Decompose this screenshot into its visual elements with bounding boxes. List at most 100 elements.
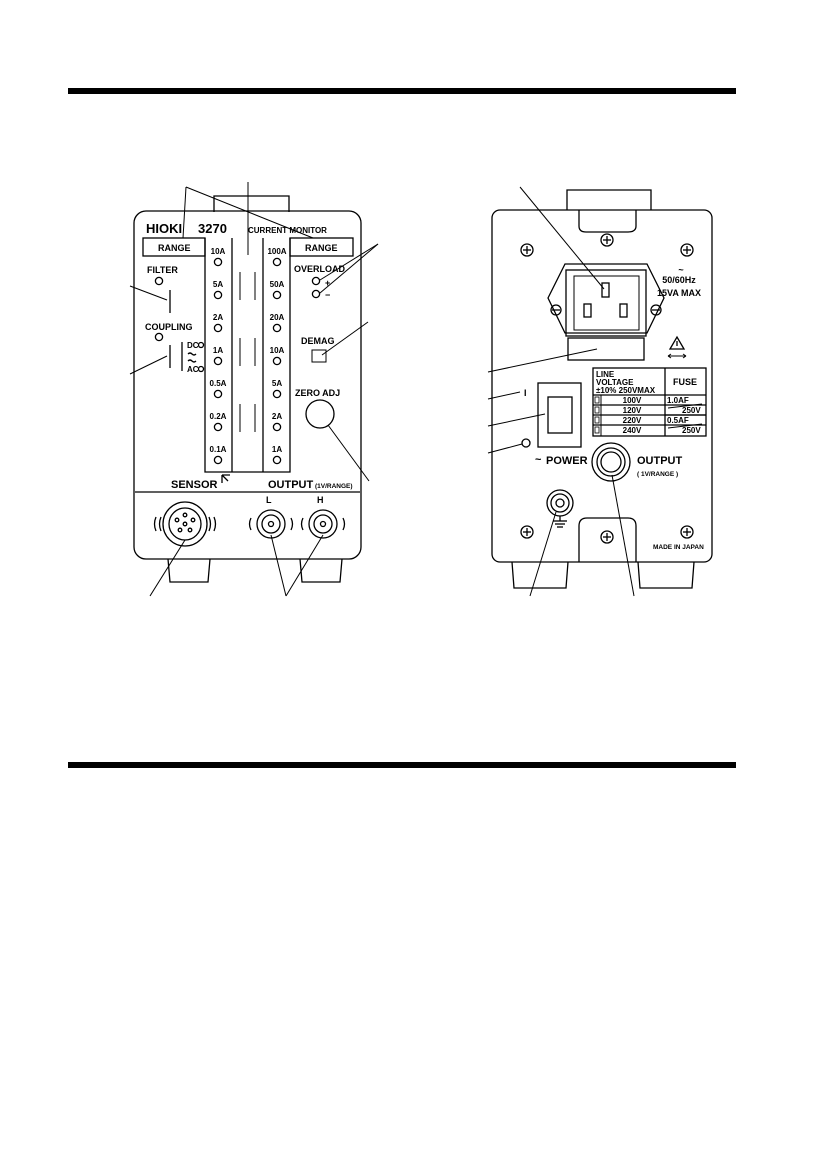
range-label: 0.2A <box>210 412 227 421</box>
range-frame <box>204 238 291 473</box>
filter-label: FILTER <box>147 265 178 275</box>
power-switch-on-label: I <box>524 388 527 398</box>
range-led <box>213 389 223 399</box>
sensor-label: SENSOR <box>171 479 218 491</box>
bottom-rule <box>68 762 736 768</box>
double-arrow-icon <box>667 353 687 359</box>
range-led <box>272 290 282 300</box>
filter-led <box>154 276 164 286</box>
fuse-holder[interactable] <box>567 337 645 361</box>
range-led <box>213 422 223 432</box>
power-spec-va: 15VA MAX <box>657 288 701 298</box>
voltage-value: 100V <box>623 396 642 405</box>
demag-label: DEMAG <box>301 336 335 346</box>
fuse-1-voltage: 250V <box>682 406 701 415</box>
range-label: 1A <box>272 445 282 454</box>
product-label: CURRENT MONITOR <box>248 226 327 235</box>
rear-top-clip <box>578 210 637 233</box>
power-led <box>521 438 531 448</box>
screw-icon <box>520 233 694 544</box>
power-switch[interactable] <box>547 396 573 434</box>
coupling-led <box>154 332 164 342</box>
voltage-value: 120V <box>623 406 642 415</box>
warning-icon <box>668 335 686 350</box>
rear-top-tab <box>566 189 652 210</box>
rear-output-sub-label: ( 1V/RANGE ) <box>637 471 678 478</box>
range-label: 1A <box>213 346 223 355</box>
overload-label: OVERLOAD <box>294 264 346 274</box>
range-led <box>213 455 223 465</box>
coupling-dc-symbol <box>187 352 197 356</box>
range-label: 5A <box>213 280 223 289</box>
output-h-connector[interactable] <box>300 509 346 539</box>
coupling-ac-led <box>197 365 205 373</box>
overload-plus-label: + <box>325 278 330 288</box>
range-label: 2A <box>213 313 223 322</box>
rear-callouts <box>487 186 635 597</box>
overload-plus-led <box>311 276 321 286</box>
range-label: 5A <box>272 379 282 388</box>
voltage-selector-mark <box>594 396 600 404</box>
range-led <box>213 290 223 300</box>
range-label: 100A <box>267 247 286 256</box>
zero-adj-knob[interactable] <box>305 399 335 429</box>
fuse-2-slash <box>667 423 703 429</box>
demag-button[interactable] <box>311 349 327 363</box>
brand-label: HIOKI <box>146 221 182 236</box>
fuse-2-voltage: 250V <box>682 426 701 435</box>
range-led <box>272 455 282 465</box>
table-header-tolerance: ±10% 250VMAX <box>596 386 656 395</box>
voltage-fuse-table <box>592 367 707 437</box>
power-switch-bezel <box>537 382 582 448</box>
range-led <box>272 356 282 366</box>
front-handle <box>213 195 290 212</box>
table-header-voltage: VOLTAGE <box>596 378 634 387</box>
ac-inlet[interactable] <box>547 263 665 337</box>
range-slots <box>239 272 256 432</box>
front-foot-left <box>167 558 211 583</box>
front-panel: HIOKI 3270 CURRENT MONITOR RANGE RANGE 1… <box>129 182 379 597</box>
output-sub-label: (1V/RANGE) <box>315 483 353 490</box>
front-callouts <box>129 182 379 597</box>
range-list-left: 10A 5A 2A 1A 0.5A 0.2A 0.1A <box>210 247 227 465</box>
rear-output-connector[interactable] <box>591 442 631 482</box>
rear-output-label: OUTPUT <box>637 455 683 467</box>
range-label: 50A <box>270 280 285 289</box>
sensor-connector[interactable] <box>153 501 217 547</box>
output-l-label: L <box>266 495 272 505</box>
range-label: 10A <box>270 346 285 355</box>
table-header-line: LINE <box>596 370 615 379</box>
range-led <box>213 323 223 333</box>
fuse-1-rating: 1.0AF <box>667 396 689 405</box>
range-led <box>272 422 282 432</box>
rear-panel: ~ 50/60Hz 15VA MAX LINE VOLTAGE ±10% 250… <box>487 186 713 597</box>
table-header-fuse: FUSE <box>673 377 697 387</box>
range-label: 10A <box>211 247 226 256</box>
range-label: 0.5A <box>210 379 227 388</box>
range-led <box>213 356 223 366</box>
made-in-label: MADE IN JAPAN <box>653 544 704 551</box>
range-label: 2A <box>272 412 282 421</box>
range-led <box>213 257 223 267</box>
coupling-label: COUPLING <box>145 322 193 332</box>
sensor-arrow-icon <box>221 474 230 483</box>
voltage-selector-mark <box>594 426 600 434</box>
rear-body <box>491 209 713 563</box>
voltage-value: 240V <box>623 426 642 435</box>
rear-foot-left <box>511 561 569 589</box>
ground-terminal[interactable] <box>546 489 574 528</box>
voltage-value: 220V <box>623 416 642 425</box>
fuse-1-slash <box>667 403 703 409</box>
range-led <box>272 257 282 267</box>
power-tilde: ~ <box>535 454 542 466</box>
ac-tilde-label: ~ <box>678 265 683 275</box>
range-label: 0.1A <box>210 445 227 454</box>
coupling-ac-label: AC <box>187 365 199 374</box>
coupling-dc-led <box>197 341 205 349</box>
power-spec-frequency: 50/60Hz <box>662 275 696 285</box>
output-l-connector[interactable] <box>248 509 294 539</box>
voltage-selector-mark <box>594 406 600 414</box>
